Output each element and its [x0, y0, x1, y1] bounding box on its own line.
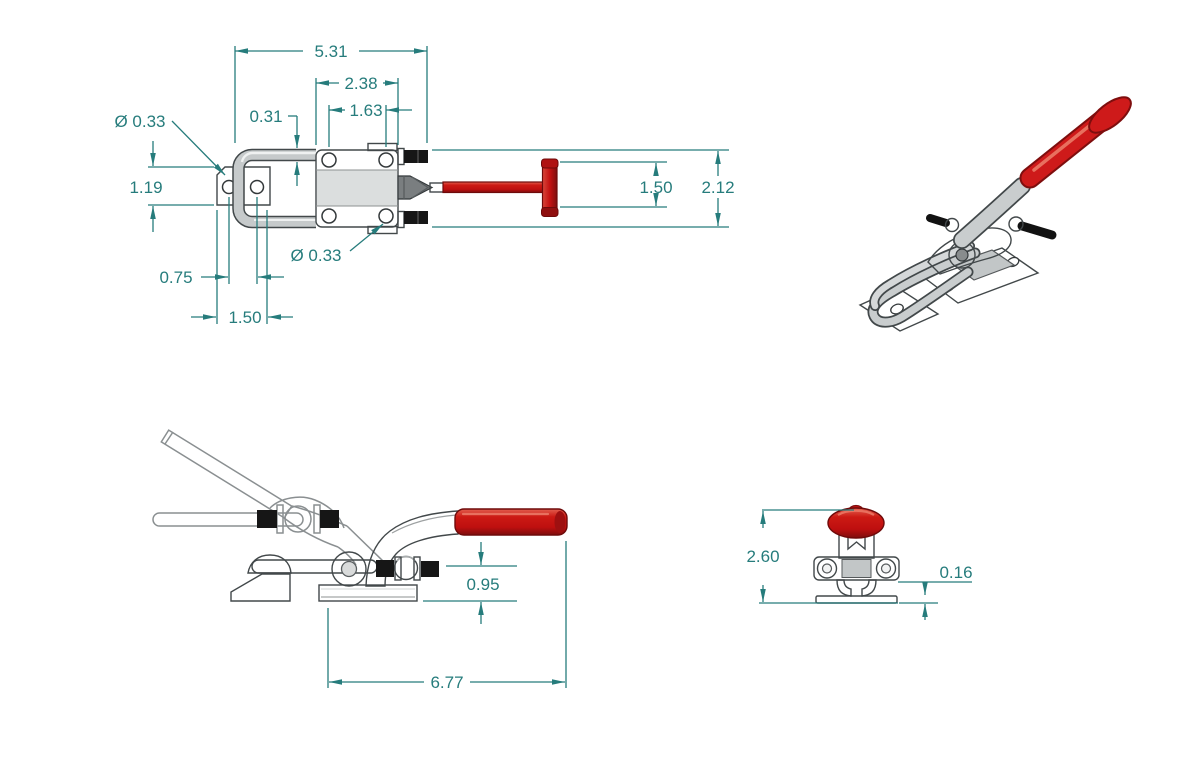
- dim-plate-hole-diameter: Ø 0.33: [114, 112, 165, 131]
- dim-body-hole-diameter: Ø 0.33: [290, 246, 341, 265]
- top-view: 5.31 2.38 1.63 0.31 Ø 0.33 1.19: [114, 42, 734, 327]
- clamp-body: [315, 142, 399, 235]
- front-base-plate: [815, 595, 898, 604]
- front-view-dimensions: 2.60 0.16: [746, 509, 973, 620]
- dim-handle-height: 0.95: [466, 575, 499, 594]
- u-bolt-bail: [232, 148, 316, 229]
- iso-screw-left: [926, 214, 950, 227]
- front-view: 2.60 0.16: [746, 504, 973, 620]
- top-view-dimensions: 5.31 2.38 1.63 0.31 Ø 0.33 1.19: [114, 42, 734, 327]
- front-leg-right: [861, 579, 877, 597]
- front-boss-left: [816, 558, 838, 579]
- isometric-view: [858, 96, 1132, 332]
- open-hex-nut: [320, 510, 339, 528]
- front-red-knob: [827, 507, 885, 539]
- dim-overall-open-length: 6.77: [430, 673, 463, 692]
- front-boss-right: [875, 558, 897, 579]
- body-hole: [321, 152, 337, 168]
- dim-body-width: 2.12: [701, 178, 734, 197]
- dim-hole-span: 1.63: [349, 101, 382, 120]
- iso-t-cap: [1088, 96, 1132, 134]
- open-hex-nut: [257, 510, 277, 528]
- side-base: [230, 554, 418, 602]
- spindle-hardware: [397, 147, 445, 229]
- side-view: 0.95 6.77: [152, 429, 568, 692]
- side-hex-nut: [421, 561, 439, 577]
- plunger: [397, 175, 434, 200]
- dim-body-length: 2.38: [344, 74, 377, 93]
- dim-plate-height: 1.19: [129, 178, 162, 197]
- side-red-grip: [454, 508, 568, 536]
- closed-bail-rod: [251, 559, 378, 574]
- dim-overall-length: 5.31: [314, 42, 347, 61]
- dim-handle-length: 1.50: [639, 178, 672, 197]
- front-leg-left: [836, 579, 852, 597]
- latch-plate-hole: [249, 179, 265, 195]
- side-base-bar: [318, 584, 418, 602]
- hex-nut: [404, 211, 428, 224]
- side-pivot-hub: [331, 551, 367, 587]
- body-hole: [378, 208, 394, 224]
- t-handle-top: [442, 158, 559, 217]
- open-bail-rod: [152, 512, 304, 527]
- front-cylinder: [813, 556, 900, 581]
- iso-lever-handle: [953, 96, 1132, 249]
- body-hole: [378, 152, 394, 168]
- side-foot: [230, 573, 291, 602]
- open-position-phantom: [152, 429, 385, 566]
- dim-hole-offset: 0.75: [159, 268, 192, 287]
- iso-screw-right: [1017, 221, 1057, 240]
- dim-wire-diameter: 0.31: [249, 107, 282, 126]
- open-handle-tube: [160, 429, 293, 519]
- side-hex-nut: [376, 560, 394, 577]
- dim-overall-height: 2.60: [746, 547, 779, 566]
- dim-plate-width: 1.50: [228, 308, 261, 327]
- side-view-dimensions: 0.95 6.77: [327, 541, 567, 692]
- front-stem: [838, 533, 875, 559]
- hex-nut: [404, 150, 428, 163]
- body-hole: [321, 208, 337, 224]
- dim-base-thickness: 0.16: [939, 563, 972, 582]
- side-spindle: [376, 555, 439, 581]
